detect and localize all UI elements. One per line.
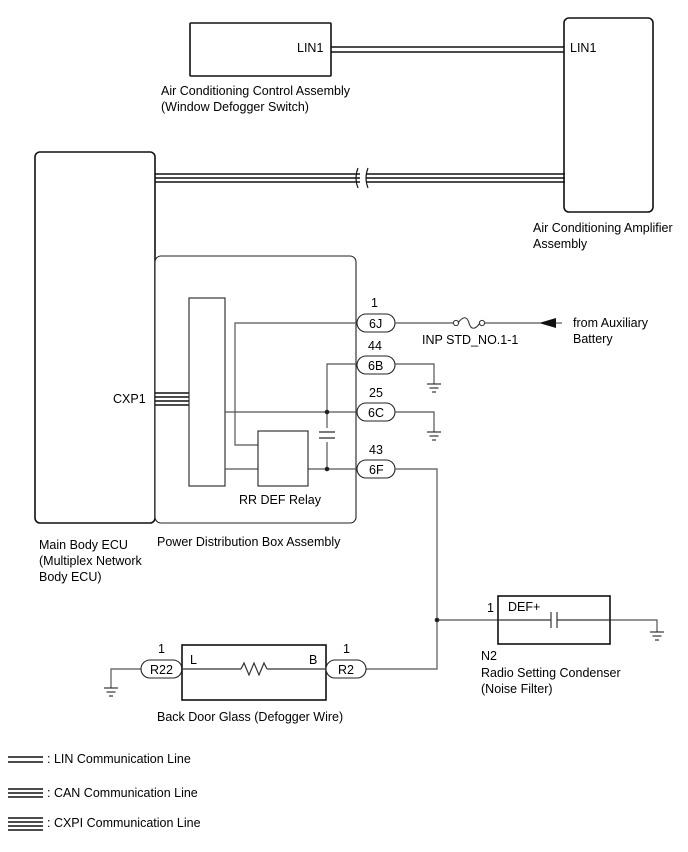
ac-control-name-line2: (Window Defogger Switch) — [161, 100, 309, 114]
ac-amplifier-name-line1: Air Conditioning Amplifier — [533, 221, 673, 235]
pin-6b: 44 6B — [356, 339, 396, 375]
junction-dot — [324, 409, 330, 415]
main-body-ecu-box — [34, 151, 156, 524]
ground-icon — [650, 631, 664, 641]
pin-6j: 1 6J — [356, 296, 396, 333]
ac-amplifier-name-line2: Assembly — [533, 237, 588, 251]
power-box-name: Power Distribution Box Assembly — [157, 535, 341, 549]
pin-6c: 25 6C — [356, 386, 396, 422]
battery-source-line1: from Auxiliary — [573, 316, 649, 330]
ac-amplifier-connector-label: LIN1 — [570, 41, 596, 55]
ac-control-assembly-box — [189, 22, 332, 77]
svg-text:: LIN Communication Line: : LIN Communication Line — [47, 752, 191, 766]
svg-text:6C: 6C — [368, 406, 384, 420]
main-body-ecu-connector-label: CXP1 — [113, 392, 146, 406]
rr-def-relay — [257, 430, 309, 487]
main-body-ecu-name-line1: Main Body ECU — [39, 538, 128, 552]
ac-control-connector-label: LIN1 — [297, 41, 323, 55]
battery-source-line2: Battery — [573, 332, 613, 346]
condenser-code: N2 — [481, 649, 497, 663]
svg-text:6B: 6B — [368, 359, 383, 373]
pin-6f: 43 6F — [356, 443, 396, 479]
svg-text:1: 1 — [158, 642, 165, 656]
battery-arrow — [539, 318, 556, 328]
back-door-glass-left-terminal: L — [190, 653, 197, 667]
condenser-pin: 1 — [487, 601, 494, 615]
ground-icon — [427, 383, 441, 393]
connector-r2: 1 R2 — [325, 642, 367, 679]
junction-dot — [324, 466, 330, 472]
can-line-ecu-amplifier — [155, 167, 565, 189]
svg-text:43: 43 — [369, 443, 383, 457]
power-box-capacitor — [319, 428, 335, 442]
cxpi-line-ecu-power-box — [155, 392, 189, 406]
ac-amplifier-box — [563, 17, 654, 213]
svg-text:: CAN Communication Line: : CAN Communication Line — [47, 786, 198, 800]
svg-text:44: 44 — [368, 339, 382, 353]
svg-text:1: 1 — [371, 296, 378, 310]
ac-control-name-line1: Air Conditioning Control Assembly — [161, 84, 351, 98]
fuse-label: INP STD_NO.1-1 — [422, 333, 518, 347]
fuse-symbol — [452, 317, 486, 329]
svg-text:25: 25 — [369, 386, 383, 400]
power-distribution-box — [154, 255, 357, 524]
power-box-control-block — [188, 297, 226, 487]
condenser-capacitor — [498, 612, 610, 628]
condenser-terminal: DEF+ — [508, 600, 540, 614]
main-body-ecu-name-line2: (Multiplex Network — [39, 554, 143, 568]
ground-icon — [104, 687, 118, 697]
rr-def-relay-label: RR DEF Relay — [239, 493, 322, 507]
ground-icon — [427, 431, 441, 441]
legend-can: : CAN Communication Line — [8, 786, 198, 800]
back-door-glass-name: Back Door Glass (Defogger Wire) — [157, 710, 343, 724]
svg-text:: CXPI Communication Line: : CXPI Communication Line — [47, 816, 201, 830]
back-door-glass-right-terminal: B — [309, 653, 317, 667]
svg-text:6J: 6J — [369, 317, 382, 331]
external-wiring — [110, 322, 658, 688]
legend-cxpi: : CXPI Communication Line — [8, 816, 201, 831]
legend-lin: : LIN Communication Line — [8, 752, 191, 766]
connector-r22: 1 R22 — [140, 642, 183, 679]
back-door-glass-box — [181, 644, 327, 701]
svg-text:R22: R22 — [150, 663, 173, 677]
condenser-name-line2: (Noise Filter) — [481, 682, 553, 696]
svg-text:R2: R2 — [338, 663, 354, 677]
condenser-name-line1: Radio Setting Condenser — [481, 666, 621, 680]
defogger-resistor — [182, 661, 326, 677]
svg-text:6F: 6F — [369, 463, 384, 477]
lin-line-ac — [331, 46, 565, 53]
junction-dot — [434, 617, 440, 623]
main-body-ecu-name-line3: Body ECU) — [39, 570, 102, 584]
svg-text:1: 1 — [343, 642, 350, 656]
